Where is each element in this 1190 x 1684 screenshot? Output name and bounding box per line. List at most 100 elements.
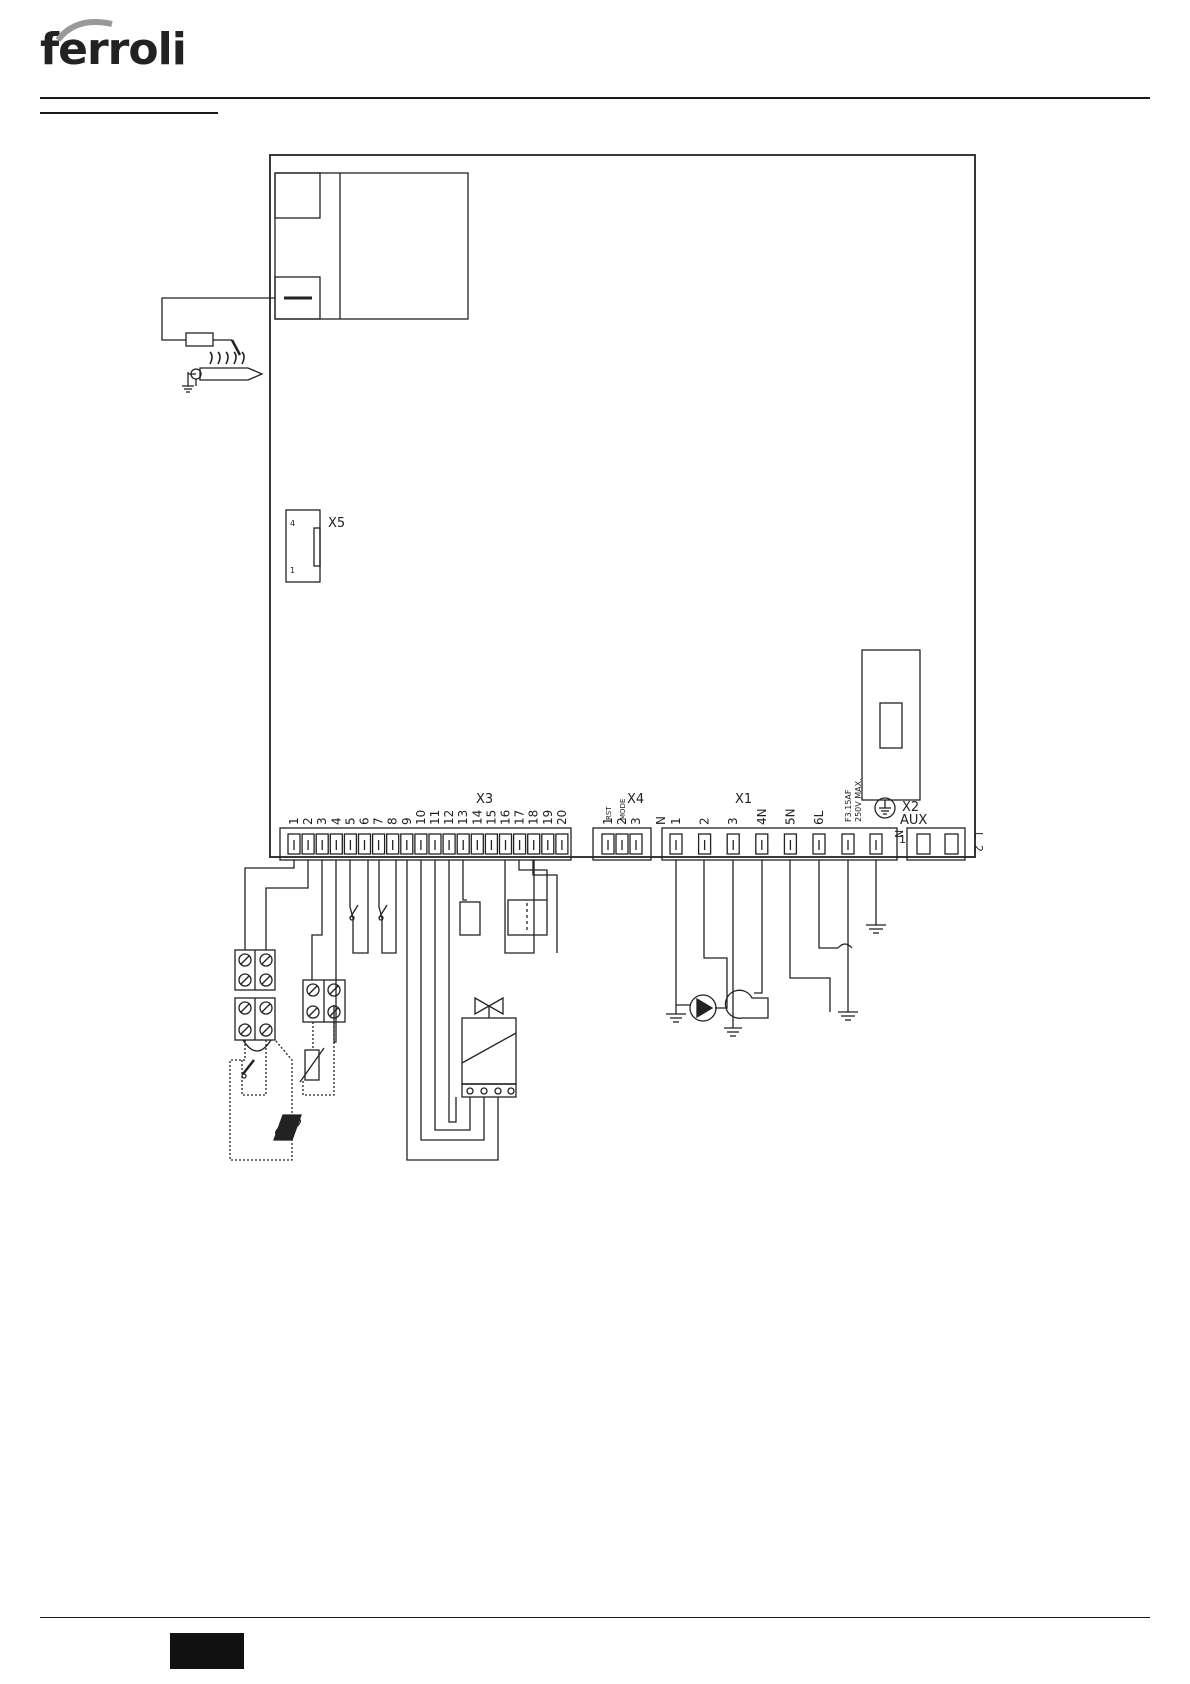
- x1-terminal-strip: [661, 827, 898, 861]
- x3-terminal: [343, 833, 358, 855]
- x4-rst-label: RST: [605, 806, 613, 820]
- x3-terminal-label: 20: [555, 810, 569, 825]
- x4-terminal: [615, 833, 629, 855]
- screw-icon: [306, 1005, 320, 1019]
- x4-terminal-strip: [592, 827, 652, 861]
- x3-terminal: [386, 833, 400, 855]
- footer-rule: [40, 1617, 1150, 1618]
- x1-terminal: [841, 833, 855, 855]
- header-subrule: [40, 112, 218, 114]
- x3-terminal: [555, 833, 569, 855]
- x1-n-label: N: [654, 816, 668, 825]
- relay-icon: [507, 899, 548, 936]
- screw-icon: [259, 1001, 273, 1015]
- x3-terminal-label: 7: [372, 817, 386, 825]
- x3-terminal: [456, 833, 470, 855]
- x1-terminal-label: 3: [726, 817, 740, 825]
- x3-terminal-label: 12: [442, 810, 456, 825]
- x4-terminal: [629, 833, 643, 855]
- x1-terminal: [669, 833, 683, 855]
- x1-terminal-label: 2: [698, 817, 712, 825]
- x4-terminal-label: 2: [615, 817, 629, 825]
- x5-pin-1: 1: [290, 566, 295, 575]
- ntc-sensor-icon: [304, 1049, 320, 1081]
- x3-terminal-label: 2: [301, 817, 315, 825]
- x5-label: X5: [328, 516, 345, 531]
- x3-terminal-label: 5: [343, 817, 357, 825]
- x3-terminal-label: 14: [470, 810, 484, 825]
- screw-icon: [238, 1023, 252, 1037]
- screw-icon: [238, 1001, 252, 1015]
- x3-terminal-label: 8: [386, 817, 400, 825]
- x2-2-label: 2: [972, 845, 985, 852]
- x2-1-label: 1: [899, 833, 906, 846]
- sensor-arc: [242, 1039, 272, 1052]
- x1-terminal: [755, 833, 769, 855]
- x3-terminal-label: 11: [428, 810, 442, 825]
- x4-mode-label: MODE: [619, 799, 627, 820]
- x1-terminal: [812, 833, 826, 855]
- screw-icon: [327, 983, 341, 997]
- x1-terminal: [869, 833, 883, 855]
- ground-icon: [666, 924, 886, 1037]
- x4-terminal: [601, 833, 615, 855]
- header-rule: [40, 97, 1150, 99]
- x3-terminal-label: 6: [358, 817, 372, 825]
- x3-terminal: [442, 833, 456, 855]
- x1-terminal: [783, 833, 798, 855]
- x3-terminal: [329, 833, 343, 855]
- gas-valve-icon: [461, 996, 517, 1098]
- relay-coil-icon: [459, 901, 481, 936]
- logo-swoosh-icon: [56, 19, 113, 42]
- x3-terminal-label: 4: [329, 817, 343, 825]
- x4-label: X4: [627, 792, 644, 807]
- screw-icon: [259, 1023, 273, 1037]
- x2-l-label: L: [972, 832, 985, 839]
- x1-terminal-label: 6L: [812, 810, 826, 825]
- fuse-holder: [861, 649, 921, 801]
- screw-icon: [306, 983, 320, 997]
- x1-terminal: [697, 833, 712, 855]
- screw-icon: [259, 973, 273, 987]
- x1-terminal-label: 4N: [755, 808, 769, 825]
- x3-terminal: [428, 833, 442, 855]
- x1-terminal-label: 5N: [783, 808, 797, 825]
- switch-icon: [349, 904, 388, 921]
- pump-icon: [689, 994, 717, 1022]
- x3-terminal-label: 15: [484, 810, 498, 825]
- screw-icon: [327, 1005, 341, 1019]
- x3-terminal-label: 1: [287, 817, 301, 825]
- x3-terminal: [357, 833, 372, 855]
- x3-terminal: [470, 833, 484, 855]
- x3-terminal: [371, 833, 386, 855]
- x3-terminal: [512, 833, 527, 855]
- x4-terminal-label: 1: [601, 817, 615, 825]
- ignition-electrode-icon: [190, 351, 264, 381]
- x3-terminal: [315, 833, 329, 855]
- x3-terminal-label: 17: [513, 810, 527, 825]
- fan-icon: [724, 989, 769, 1019]
- x3-terminal-label: 19: [541, 810, 555, 825]
- screw-icon: [238, 953, 252, 967]
- x2-label: X2: [902, 800, 919, 815]
- thermistor-icon: [302, 1022, 335, 1096]
- x3-terminal: [541, 833, 555, 855]
- fuse-rating-2: 250V MAX.: [854, 778, 863, 822]
- screw-icon: [238, 973, 252, 987]
- x3-terminal: [414, 833, 428, 855]
- x5-pin-4: 4: [290, 519, 295, 528]
- earth-symbol-icon: [874, 797, 896, 819]
- x3-terminal: [527, 833, 541, 855]
- x1-label: X1: [735, 792, 752, 807]
- x2-n-label: N: [893, 830, 906, 838]
- x3-terminal: [498, 833, 513, 855]
- sensor-dotted-housing: [229, 1039, 293, 1161]
- x1-external-wiring: [675, 860, 877, 1012]
- x4-terminal-label: 3: [629, 817, 643, 825]
- screw-icon: [259, 953, 273, 967]
- x3-terminal: [400, 833, 414, 855]
- x3-label: X3: [476, 792, 493, 807]
- x3-terminal-label: 9: [400, 817, 414, 825]
- thermostat-switch-icon: [241, 1059, 255, 1079]
- terminal-block-2: [302, 979, 346, 1023]
